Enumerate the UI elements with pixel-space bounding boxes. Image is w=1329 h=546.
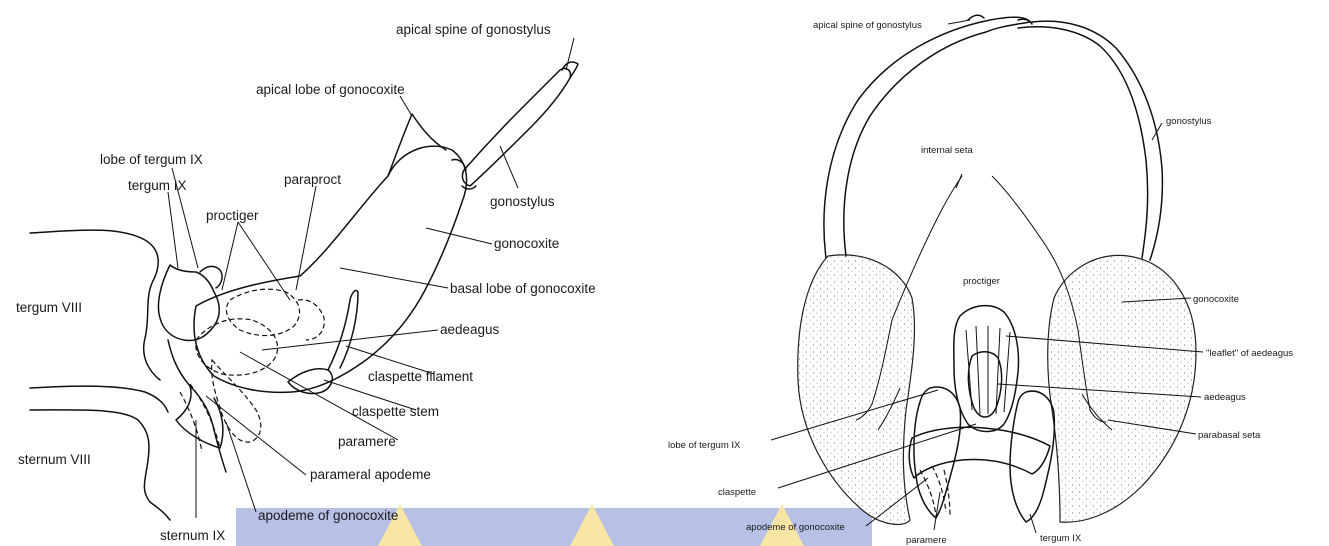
label-sternum-viii-left: sternum VIII — [18, 452, 91, 467]
label-lobe-of-tergum-ix-right: lobe of tergum IX — [668, 440, 741, 451]
label-apical-spine-of-gonostylus-right: apical spine of gonostylus — [813, 20, 922, 31]
gonostylus-left-shape — [824, 17, 1030, 258]
label-claspette-filament-left: claspette filament — [368, 369, 473, 384]
gonocoxite-left-shape — [798, 255, 915, 525]
label-tergum-viii-left: tergum VIII — [16, 300, 82, 315]
label-apodeme-of-gonocoxite-left: apodeme of gonocoxite — [258, 508, 398, 523]
apical-lobe-of-gonocoxite-shape — [388, 114, 446, 176]
tergum-ix-shape-right-2 — [1010, 391, 1054, 522]
label-parabasal-seta-right: parabasal seta — [1198, 430, 1261, 441]
label-gonostylus-right: gonostylus — [1166, 116, 1212, 127]
label-paramere-left: paramere — [338, 434, 396, 449]
label-proctiger-left: proctiger — [206, 208, 259, 223]
tergum-ix-shape-right — [914, 387, 961, 518]
dorsal-view-drawing — [798, 15, 1196, 524]
label-claspette-right: claspette — [718, 487, 756, 498]
label-tergum-ix-right: tergum IX — [1040, 533, 1082, 544]
claspette-filament-shape — [328, 290, 358, 370]
label-aedeagus-right: aedeagus — [1204, 392, 1246, 403]
label-claspette-stem-left: claspette stem — [352, 404, 439, 419]
label-apodeme-of-gonocoxite-right: apodeme of gonocoxite — [746, 522, 845, 533]
label-tergum-ix-left: tergum IX — [128, 178, 187, 193]
label-sternum-ix-left: sternum IX — [160, 528, 225, 543]
label-gonostylus-left: gonostylus — [490, 194, 555, 209]
label-paramere-right: paramere — [906, 535, 947, 546]
label-apical-spine-of-gonostylus-left: apical spine of gonostylus — [396, 22, 551, 37]
gonostylus-right-shape — [1018, 21, 1162, 260]
proctiger-shape — [954, 306, 1019, 432]
tergum-viii-lower — [30, 386, 168, 412]
label-lobe-of-tergum-ix-left: lobe of tergum IX — [100, 152, 203, 167]
label-gonocoxite-left: gonocoxite — [494, 236, 559, 251]
dorsal-view-labels: apical spine of gonostylus gonostylus in… — [668, 20, 1293, 546]
aedeagus-dashed — [196, 319, 278, 375]
label-leaflet-of-aedeagus-right: "leaflet" of aedeagus — [1206, 348, 1293, 359]
proctiger-dashed — [226, 289, 299, 335]
label-paraproct-left: paraproct — [284, 172, 341, 187]
gonostylus-outline — [462, 68, 570, 186]
label-internal-seta-right: internal seta — [921, 145, 973, 156]
lateral-view-labels: apical spine of gonostylus apical lobe o… — [16, 22, 596, 543]
label-parameral-apodeme-left: parameral apodeme — [310, 467, 431, 482]
label-gonocoxite-right: gonocoxite — [1193, 294, 1239, 305]
label-proctiger-right: proctiger — [963, 276, 1000, 287]
parameral-apodeme-dashed — [180, 384, 220, 452]
claspette-shape — [288, 369, 332, 394]
claspette-shape-right — [909, 427, 1050, 478]
label-basal-lobe-of-gonocoxite-left: basal lobe of gonocoxite — [450, 281, 596, 296]
label-aedeagus-left: aedeagus — [440, 322, 500, 337]
tergum-ix-shape — [158, 265, 219, 340]
sternum-ix-fold — [190, 386, 226, 472]
label-apical-lobe-of-gonocoxite-left: apical lobe of gonocoxite — [256, 82, 405, 97]
basal-lobe-dashed — [298, 300, 324, 340]
leaflet-lines — [966, 326, 1010, 414]
